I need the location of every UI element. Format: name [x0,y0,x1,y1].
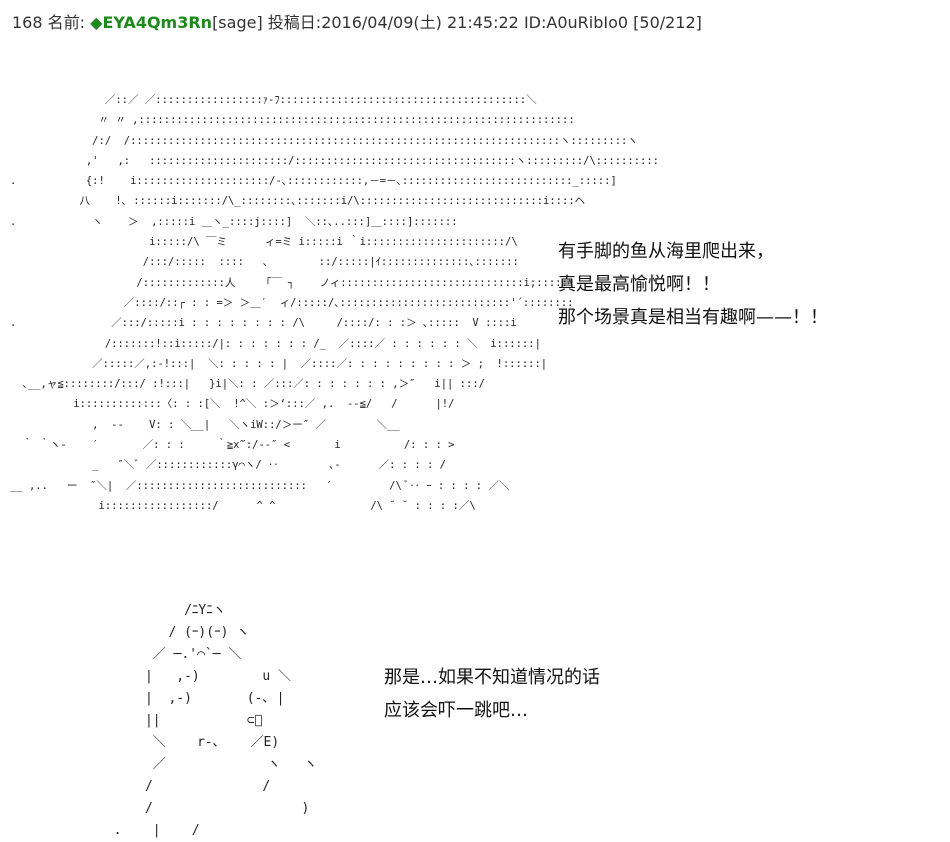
post-header: 168 名前: ◆EYA4Qm3Rn[sage] 投稿日:2016/04/09(… [12,12,702,34]
dialogue-line: 真是最高愉悦啊！！ [558,274,720,295]
ascii-art-character-large: ／::／ ／:::::::::::::::::ｧ-ﾌ::::::::::::::… [10,94,659,512]
dialogue-line: 应该会吓一跳吧… [384,700,528,721]
mail-field: [sage] [212,13,263,32]
ascii-art-character-small: /ﾆYﾆヽ / (ｰ)(ｰ) ヽ ／ ─.'⌒`─ ＼ | ,-) u ＼ | … [113,603,318,838]
post-number[interactable]: 168 [12,13,43,32]
date-label: 投稿日: [267,13,322,32]
poster-name: ◆EYA4Qm3Rn [90,13,213,32]
dialogue-block-1: 有手脚的鱼从海里爬出来， 真是最高愉悦啊！！ 那个场景真是相当有趣啊——！！ [558,235,828,334]
dialogue-line: 那是…如果不知道情况的话 [384,667,600,688]
post-date: 2016/04/09(土) 21:45:22 [321,13,519,32]
poster-id[interactable]: ID:A0uRibIo0 [523,13,629,32]
dialogue-block-2: 那是…如果不知道情况的话 应该会吓一跳吧… [384,661,600,727]
post-count: [50/212] [633,13,702,32]
name-label: 名前: [47,13,86,32]
dialogue-line: 有手脚的鱼从海里爬出来， [558,241,774,262]
dialogue-line: 那个场景真是相当有趣啊——！！ [558,307,828,328]
